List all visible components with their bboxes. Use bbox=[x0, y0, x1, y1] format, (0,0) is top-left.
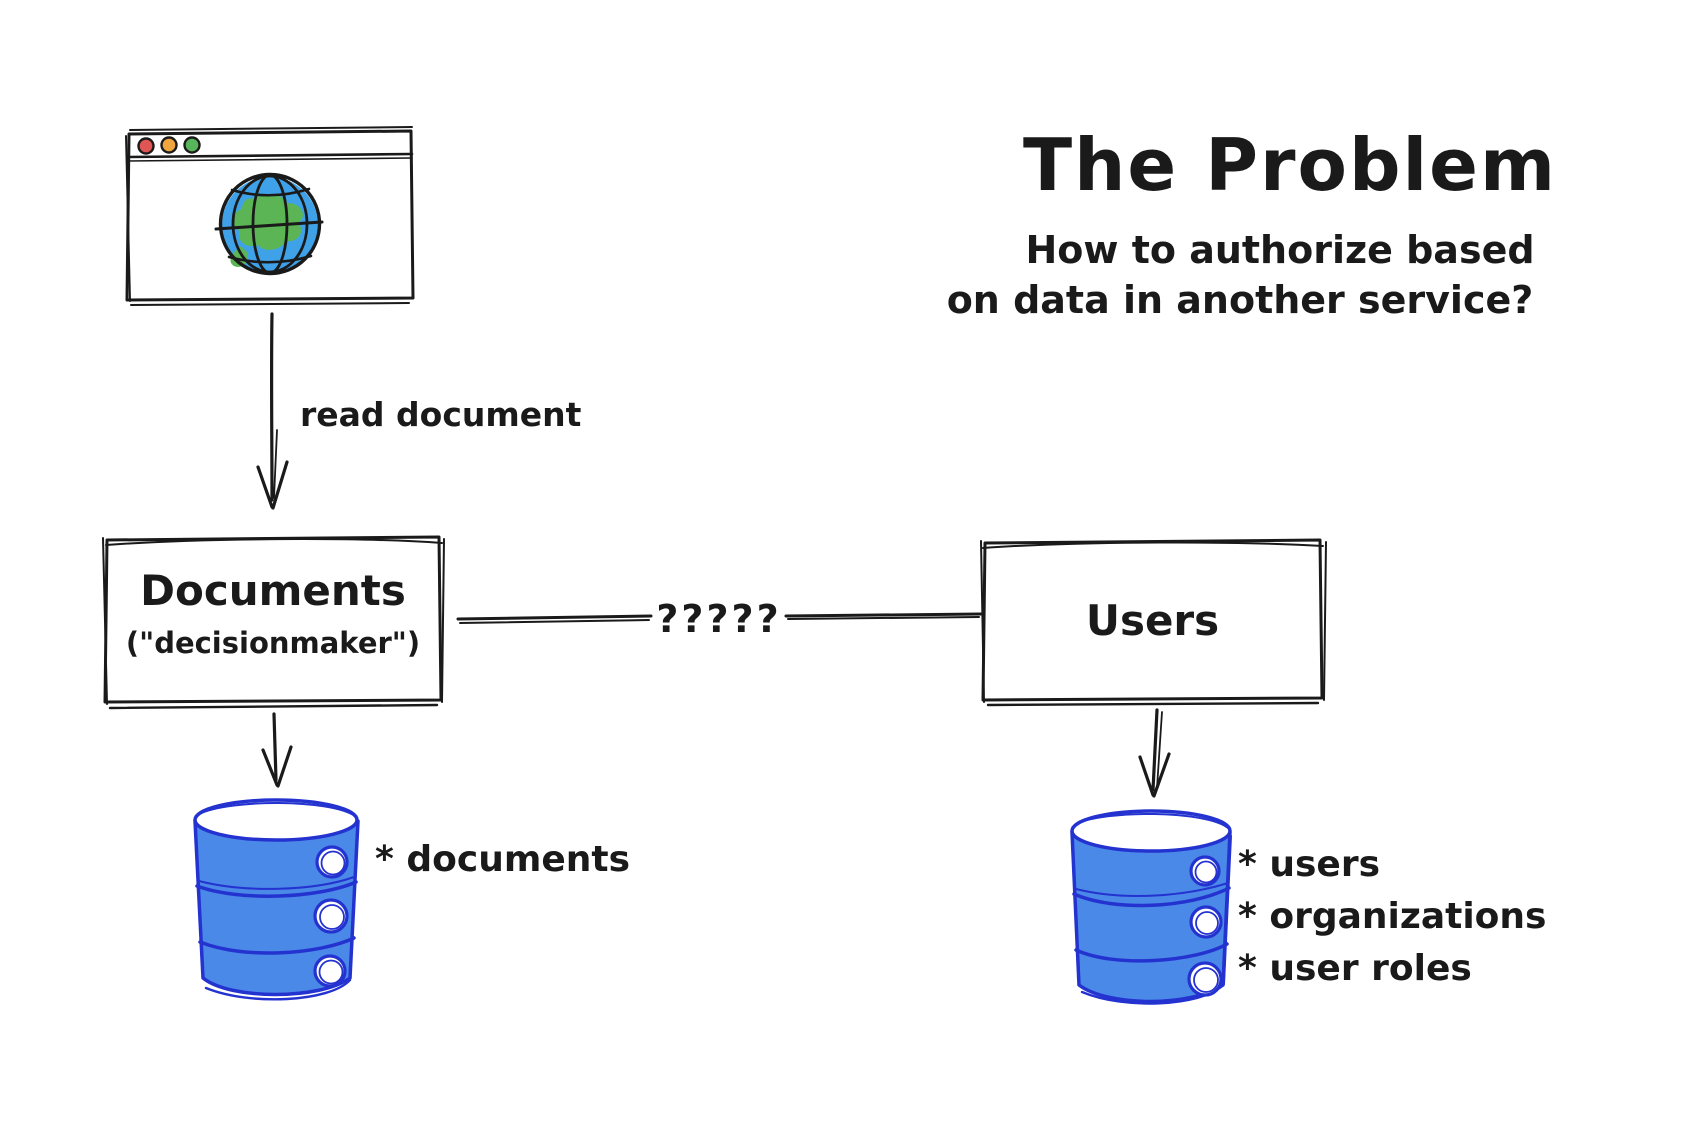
arrow-browser-to-documents bbox=[256, 312, 289, 510]
documents-db-label: * documents bbox=[375, 839, 631, 880]
users-service-title: Users bbox=[1085, 596, 1220, 645]
browser-titlebar-line bbox=[126, 152, 414, 159]
browser-window bbox=[125, 126, 415, 306]
users-db-label-user-roles: * user roles bbox=[1238, 948, 1472, 989]
users-db-label-organizations: * organizations bbox=[1238, 896, 1547, 937]
documents-service-title: Documents bbox=[140, 566, 406, 615]
db-top bbox=[193, 798, 359, 842]
page-subtitle-line1: How to authorize based bbox=[1025, 228, 1535, 272]
edge-documents-users bbox=[456, 612, 983, 624]
users-service-box bbox=[980, 538, 1327, 707]
users-db-label-users: * users bbox=[1238, 844, 1381, 885]
traffic-light-green bbox=[183, 136, 201, 154]
arrow-users-to-db bbox=[1138, 708, 1171, 798]
edge-label-read-document: read document bbox=[300, 395, 582, 434]
page-subtitle-line2: on data in another service? bbox=[946, 278, 1534, 322]
users-db-cylinder bbox=[1070, 809, 1232, 1005]
traffic-light-yellow bbox=[160, 136, 178, 154]
globe-icon bbox=[214, 172, 324, 276]
arrow-documents-to-db bbox=[261, 712, 293, 788]
documents-service-box bbox=[102, 535, 445, 710]
documents-service-subtitle: ("decisionmaker") bbox=[125, 626, 421, 660]
edge-label-question-marks: ????? bbox=[656, 597, 782, 641]
documents-db-cylinder bbox=[193, 798, 360, 1001]
page-title: The Problem bbox=[1022, 123, 1558, 207]
db-top bbox=[1070, 809, 1232, 853]
traffic-light-red bbox=[137, 137, 155, 155]
